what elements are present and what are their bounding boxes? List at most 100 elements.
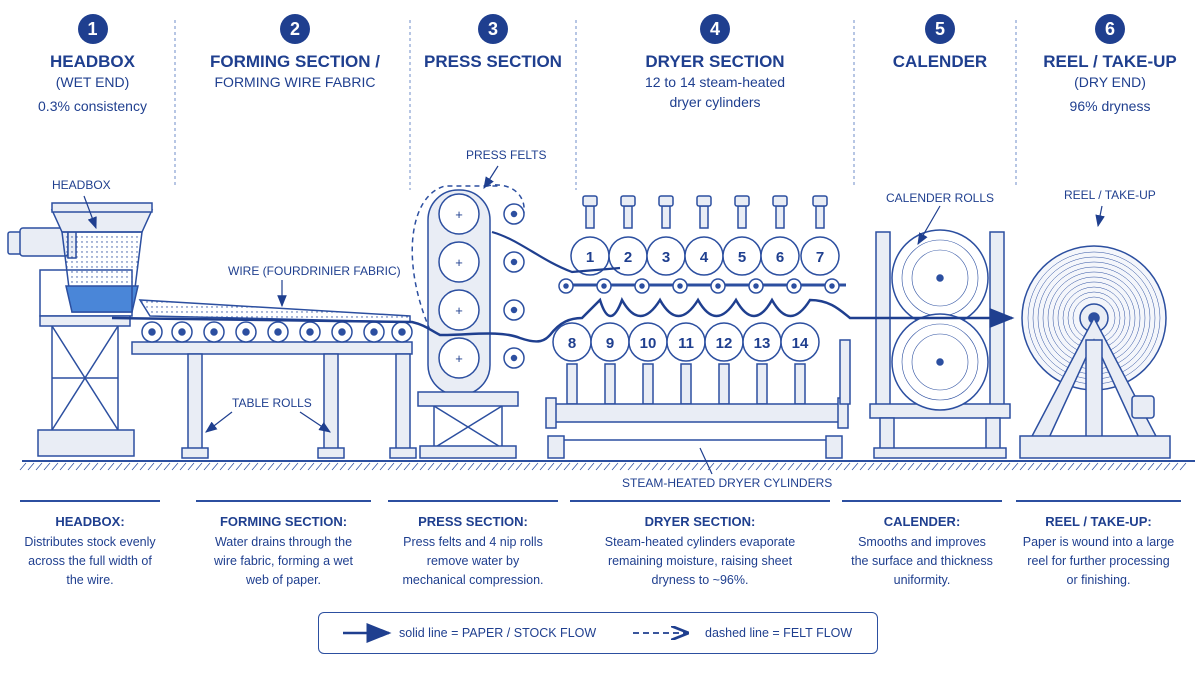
section-header-3: 3 PRESS SECTION <box>418 14 568 76</box>
description-dryer: DRYER SECTION: Steam-heated cylinders ev… <box>570 500 830 590</box>
press-roll: + <box>438 337 480 379</box>
description-line: Press felts and 4 nip rolls <box>403 535 543 549</box>
table-roll <box>141 321 163 343</box>
paper-web-path <box>111 297 1015 343</box>
dryer-number: 3 <box>662 249 670 266</box>
ground <box>19 460 1195 471</box>
dryer-guide-roll <box>748 278 764 294</box>
press-felt-roll <box>503 251 525 273</box>
section-subtitle: (DRY END) <box>1074 74 1146 90</box>
dryer-number: 4 <box>700 249 709 266</box>
table-roll <box>363 321 385 343</box>
description-rule <box>1016 500 1181 502</box>
dryer-leg <box>718 363 730 405</box>
svg-text:+: + <box>455 351 463 366</box>
svg-text:+: + <box>455 207 463 222</box>
description-line: mechanical compression. <box>402 573 544 587</box>
dryer-cap <box>623 205 633 229</box>
forming-section-machine <box>131 299 417 459</box>
description-rule <box>196 500 371 502</box>
dryer-cap <box>699 205 709 229</box>
dryer-cylinder: 9 <box>590 322 630 362</box>
description-press: PRESS SECTION: Press felts and 4 nip rol… <box>388 500 558 590</box>
description-line: uniformity. <box>893 573 951 587</box>
dryer-cylinder: 13 <box>742 322 782 362</box>
legend-lines <box>343 623 879 643</box>
section-detail: 0.3% consistency <box>38 98 147 114</box>
dryer-guide-roll <box>672 278 688 294</box>
description-rule <box>20 500 160 502</box>
dryer-cap-top <box>582 195 598 207</box>
description-text: Steam-heated cylinders evaporate remaini… <box>570 533 830 590</box>
dryer-cylinder: 5 <box>722 236 762 276</box>
description-reel: REEL / TAKE-UP: Paper is wound into a la… <box>1016 500 1181 590</box>
description-line: reel for further processing <box>1027 554 1170 568</box>
press-felt-roll <box>503 347 525 369</box>
dryer-cylinder: 7 <box>800 236 840 276</box>
section-number-badge: 6 <box>1095 14 1125 44</box>
description-line: the surface and thickness <box>851 554 993 568</box>
dryer-cylinder: 6 <box>760 236 800 276</box>
description-rule <box>842 500 1002 502</box>
section-header-2: 2 FORMING SECTION / FORMING WIRE FABRIC <box>200 14 390 96</box>
dryer-number: 14 <box>792 335 809 352</box>
section-subtitle: 12 to 14 steam-heated <box>644 74 786 90</box>
description-text: Water drains through the wire fabric, fo… <box>196 533 371 590</box>
dryer-cylinder: 14 <box>780 322 820 362</box>
dryer-guide-roll <box>824 278 840 294</box>
description-text: Smooths and improves the surface and thi… <box>842 533 1002 590</box>
description-line: Steam-heated cylinders evaporate <box>604 535 796 549</box>
dryer-cap-top <box>772 195 788 207</box>
section-detail: 96% dryness <box>1069 98 1151 114</box>
dryer-leg <box>642 363 654 405</box>
description-line: Water drains through the <box>214 535 353 549</box>
legend: solid line = PAPER / STOCK FLOW dashed l… <box>318 612 878 654</box>
press-felt-roll <box>503 203 525 225</box>
dryer-guide-roll <box>786 278 802 294</box>
legend-dashed-label: dashed line = FELT FLOW <box>705 626 853 640</box>
dryer-cap <box>661 205 671 229</box>
dryer-number: 12 <box>716 335 733 352</box>
press-felt-roll <box>503 299 525 321</box>
dryer-cylinder: 11 <box>666 322 706 362</box>
dryer-number: 11 <box>678 335 694 352</box>
reel-machine <box>1019 245 1171 459</box>
dryer-section-machine <box>545 195 851 459</box>
callout-table-rolls: TABLE ROLLS <box>232 396 312 410</box>
section-header-4: 4 DRYER SECTION 12 to 14 steam-heated dr… <box>600 14 830 112</box>
dryer-number: 7 <box>816 249 824 266</box>
dryer-number: 5 <box>738 249 746 266</box>
dryer-cylinder: 12 <box>704 322 744 362</box>
section-number-badge: 3 <box>478 14 508 44</box>
dryer-leg <box>566 363 578 405</box>
press-web-path <box>491 230 621 274</box>
section-title: DRYER SECTION <box>645 52 785 71</box>
description-title: PRESS SECTION: <box>418 514 528 529</box>
table-roll <box>235 321 257 343</box>
description-text: Paper is wound into a large reel for fur… <box>1016 533 1181 590</box>
description-line: remaining moisture, raising sheet <box>607 554 793 568</box>
dryer-cap-top <box>658 195 674 207</box>
press-roll: + <box>438 193 480 235</box>
dryer-number: 13 <box>754 335 771 352</box>
section-number-badge: 5 <box>925 14 955 44</box>
description-line: dryness to ~96%. <box>651 573 749 587</box>
description-line: or finishing. <box>1066 573 1131 587</box>
table-roll <box>267 321 289 343</box>
section-title: HEADBOX <box>49 52 135 71</box>
description-line: remove water by <box>426 554 520 568</box>
description-title: HEADBOX: <box>55 514 125 529</box>
callout-press-felts: PRESS FELTS <box>466 148 547 162</box>
description-line: Distributes stock evenly <box>24 535 156 549</box>
description-rule <box>570 500 830 502</box>
dryer-leg <box>794 363 806 405</box>
description-calender: CALENDER: Smooths and improves the surfa… <box>842 500 1002 590</box>
section-dividers <box>174 20 1017 190</box>
dryer-cap-top <box>696 195 712 207</box>
dryer-guide-roll <box>558 278 574 294</box>
dryer-cap <box>815 205 825 229</box>
press-roll: + <box>438 289 480 331</box>
